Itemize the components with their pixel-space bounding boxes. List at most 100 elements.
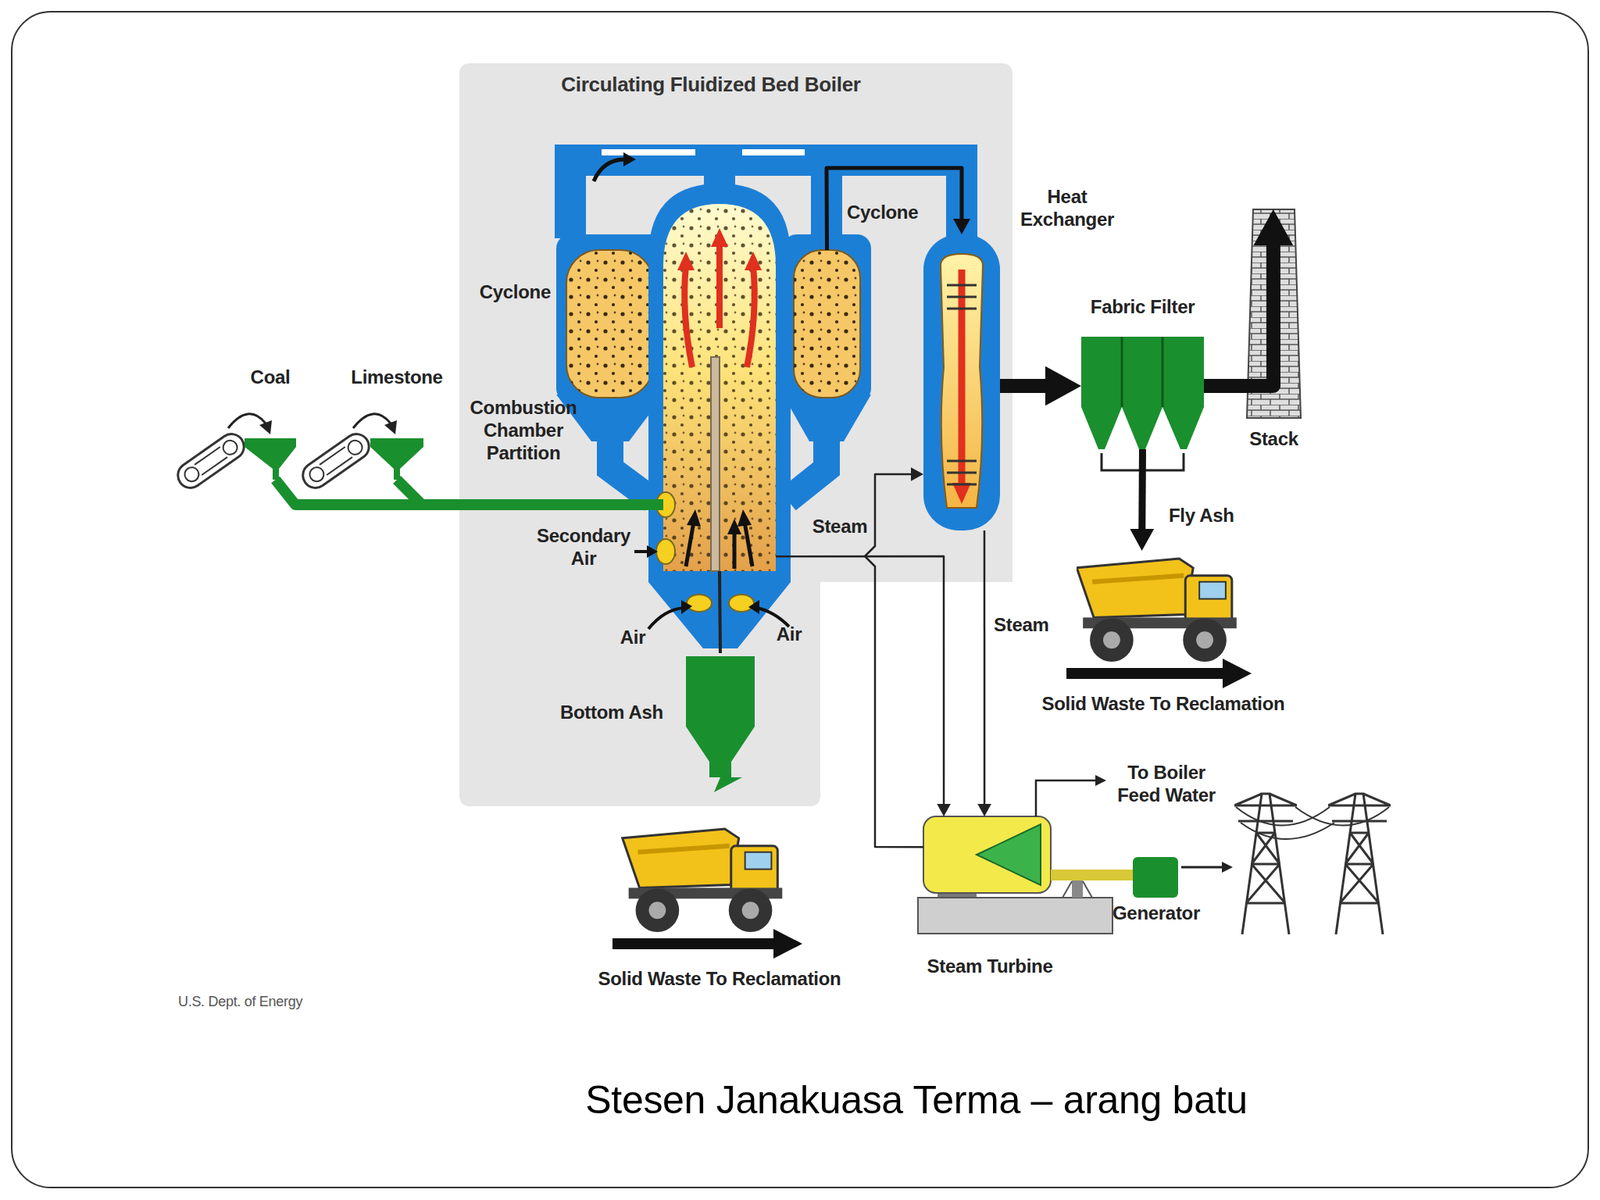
connector-line — [1203, 238, 1274, 386]
art-ellipse — [686, 594, 712, 612]
limestone-hopper: Limestone — [370, 438, 424, 480]
art-polygon — [727, 518, 742, 535]
art-polygon — [623, 152, 636, 167]
dump-truck: Solid Waste To Reclamation — [1076, 550, 1240, 664]
art-path — [685, 521, 753, 569]
art-path — [946, 285, 977, 485]
fabric-filter: Fabric Filter — [1081, 336, 1204, 450]
art-polygon — [952, 482, 972, 504]
part-label: Air — [613, 626, 653, 650]
art-rect — [11, 11, 1589, 1188]
art-path — [684, 242, 755, 368]
art-rect — [710, 357, 720, 572]
art-path — [663, 203, 776, 572]
node-label: Generator — [1085, 902, 1227, 925]
arrow-head — [1129, 528, 1154, 551]
art-path — [610, 437, 653, 500]
art-polygon — [1222, 658, 1252, 689]
art-circle — [307, 464, 327, 485]
art-path — [228, 414, 391, 429]
caption: Stesen Janakuasa Terma – arang batu — [486, 1076, 1347, 1124]
node-label: Limestone — [303, 366, 491, 390]
art-rect — [923, 816, 1051, 893]
art-polygon — [677, 251, 695, 271]
art-ellipse — [656, 492, 675, 518]
heat-exchanger: Heat Exchanger — [923, 234, 1000, 531]
coal-hopper: Coal — [244, 438, 297, 480]
connector-line — [775, 556, 944, 807]
art-rect — [556, 234, 665, 403]
art-rect — [1071, 879, 1083, 898]
credit-note: U.S. Dept. of Energy — [178, 993, 429, 1011]
connector-line — [1050, 869, 1133, 881]
art-path — [601, 149, 805, 156]
art-use — [1328, 793, 1391, 935]
art-circle — [345, 437, 365, 458]
art-g — [298, 428, 375, 493]
art-path — [1062, 881, 1093, 898]
art-polygon — [773, 928, 803, 959]
art-polygon — [782, 394, 872, 442]
art-polygon — [1221, 861, 1233, 873]
edge-label: Steam — [808, 515, 872, 539]
art-polygon — [710, 228, 729, 247]
part-label: To Boiler Feed Water — [1107, 761, 1225, 808]
node-label: Stack — [1215, 428, 1333, 451]
art-polygon — [748, 600, 760, 615]
art-rect — [1066, 667, 1223, 679]
art-ellipse — [728, 594, 754, 612]
flue-gas-arrow — [1000, 366, 1082, 407]
edge-label: Steam — [993, 614, 1072, 637]
turbine-shaft — [1050, 874, 1133, 875]
art-polygon — [1081, 407, 1122, 450]
art-path — [1101, 453, 1184, 471]
fly-ash-arrow — [1129, 449, 1154, 551]
return-line — [864, 467, 924, 847]
edge-label: Fly Ash — [1168, 504, 1263, 528]
art-use — [622, 828, 783, 933]
art-g — [173, 428, 250, 493]
art-use — [1076, 558, 1237, 662]
art-rect — [1132, 857, 1179, 898]
art-path — [319, 446, 353, 475]
art-path — [1235, 807, 1390, 840]
art-rect — [923, 234, 1000, 531]
art-path — [1181, 866, 1224, 869]
art-polygon — [744, 251, 762, 271]
art-rect — [612, 938, 774, 950]
part-label: Secondary Air — [532, 525, 635, 571]
art-path — [194, 446, 228, 475]
arrow-head — [936, 803, 951, 817]
node-label: Fabric Filter — [1065, 296, 1220, 319]
art-polygon — [646, 545, 658, 558]
connector-line — [719, 571, 721, 654]
feed-line — [275, 479, 664, 505]
art-path — [958, 269, 966, 485]
art-polygon — [685, 726, 755, 762]
node-label: Solid Waste To Reclamation — [1007, 692, 1320, 716]
art-rect — [782, 234, 872, 403]
part-label: Air — [769, 623, 809, 647]
connector-line — [1138, 449, 1147, 534]
art-polygon — [370, 438, 424, 480]
art-polygon — [976, 824, 1041, 886]
arrow-head — [953, 218, 971, 235]
connector-line — [396, 479, 664, 505]
art-path — [940, 253, 983, 508]
cyclone: Cyclone — [793, 250, 861, 398]
gas-flow-arrow — [826, 167, 971, 250]
connector-line — [826, 167, 962, 250]
node-label: Cyclone — [846, 201, 957, 225]
art-path — [1121, 336, 1163, 408]
art-polygon — [244, 438, 297, 480]
art-rect — [793, 250, 861, 398]
art-rect — [566, 250, 654, 398]
node-label: Combustion Chamber Partition — [457, 396, 590, 465]
steam-line — [977, 530, 992, 817]
arrow-head — [910, 467, 924, 482]
dump-truck: Solid Waste To Reclamation — [617, 821, 791, 934]
art-path — [648, 183, 791, 649]
